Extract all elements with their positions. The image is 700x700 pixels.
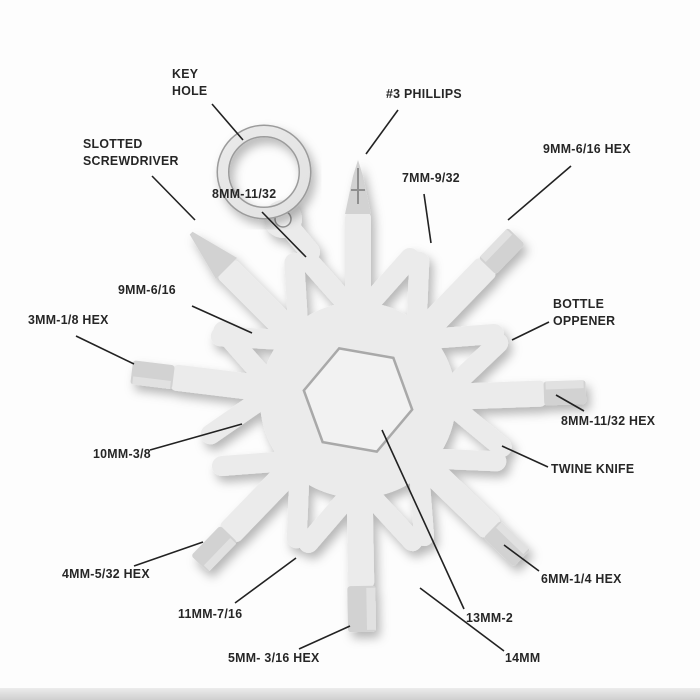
leader-twine-knife [501, 445, 549, 468]
leader-hex-9mm-right [507, 165, 572, 221]
leader-slotted [151, 175, 196, 221]
leader-hex-13mm [381, 429, 465, 610]
surface-shadow-band [0, 688, 700, 700]
snowflake-body [130, 160, 587, 633]
label-hex-4mm: 4MM-5/32 HEX [62, 566, 150, 581]
leader-hex-8mm-right [555, 394, 585, 412]
label-hex-3mm: 3MM-1/8 HEX [28, 312, 109, 327]
label-hex-9mm-right: 9MM-6/16 HEX [543, 141, 631, 156]
label-bottle-opener: BOTTLE OPPENER [553, 296, 616, 328]
leader-hex-10mm [149, 423, 243, 451]
label-hex-13mm: 13MM-2 [466, 610, 514, 625]
label-hex-5mm: 5MM- 3/16 HEX [228, 650, 320, 665]
leader-hex-9mm-left [191, 305, 253, 334]
label-hex-10mm: 10MM-3/8 [93, 446, 151, 461]
leader-hex-6mm [503, 544, 540, 572]
leader-hex-14mm [419, 587, 505, 652]
leader-hex-7mm [423, 193, 432, 244]
leader-phillips [365, 109, 399, 155]
label-hex-6mm: 6MM-1/4 HEX [541, 571, 622, 586]
leader-hex-4mm [133, 541, 204, 567]
label-hex-8mm-right: 8MM-11/32 HEX [561, 413, 656, 428]
leader-bottle-opener [511, 321, 550, 341]
label-phillips: #3 PHILLIPS [386, 86, 462, 101]
label-twine-knife: TWINE KNIFE [551, 461, 635, 476]
label-hex-9mm-left: 9MM-6/16 [118, 282, 176, 297]
label-hex-7mm: 7MM-9/32 [402, 170, 460, 185]
center-hex-hole [302, 346, 414, 454]
leader-hex-3mm [75, 335, 135, 365]
label-slotted: SLOTTED SCREWDRIVER [83, 136, 179, 168]
leader-hex-5mm [298, 625, 351, 650]
leader-key-hole [211, 103, 244, 141]
label-hex-11mm: 11MM-7/16 [178, 606, 243, 621]
leader-hex-8mm-top [261, 211, 307, 258]
leader-hex-11mm [234, 557, 297, 604]
label-key-hole: KEY HOLE [172, 66, 208, 98]
label-hex-14mm: 14MM [505, 650, 541, 665]
label-hex-8mm-top: 8MM-11/32 [212, 186, 277, 201]
